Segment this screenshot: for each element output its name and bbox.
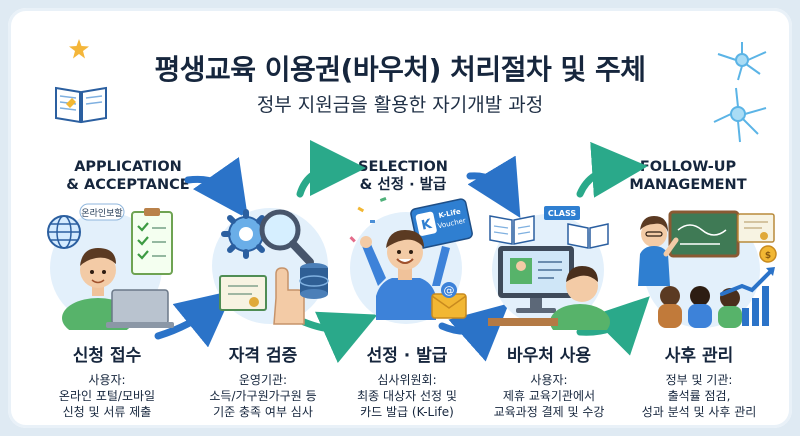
certificate-icon (219, 275, 267, 311)
stage-name: 신청 접수 (72, 346, 142, 366)
star-icon (69, 39, 89, 59)
page-title: 평생교육 이용권(바우처) 처리절차 및 주체 (154, 53, 646, 86)
monitor-icon (498, 246, 574, 313)
svg-text:온라인보할: 온라인보할 (81, 208, 122, 219)
book-icon (55, 86, 107, 124)
illustration-follow-up: $ (638, 210, 777, 328)
illustration-application: 온라인보할 (47, 203, 174, 330)
stage-application: 신청 접수 사용자: 온라인 포털/모바일 신청 및 서류 제출 (32, 341, 182, 420)
certificate-icon (737, 213, 775, 243)
stage-voucher-use: 바우처 사용 사용자: 제휴 교육기관에서 교육과정 결제 및 수강 (474, 341, 624, 420)
laptop-icon (106, 289, 174, 328)
stage-selection: 선정 · 발급 심사위원회: 최종 대상자 선정 및 카드 발급 (K-Life… (332, 341, 482, 420)
svg-text:@: @ (444, 284, 455, 297)
book-icon (567, 223, 609, 249)
coin-icon: $ (759, 245, 777, 263)
page-subtitle: 정부 지원금을 활용한 자기개발 과정 (256, 94, 544, 116)
stage-follow-up: 사후 관리 정부 및 기관: 출석률 점검, 성과 분석 및 사후 관리 (624, 341, 774, 420)
voucher-card-icon: K K-Life Voucher (410, 198, 473, 249)
arrow-bottom-1 (154, 290, 234, 348)
phase-header-application: APPLICATION & ACCEPTANCE (66, 159, 190, 193)
magnifier-icon (259, 209, 314, 266)
svg-text:CLASS: CLASS (548, 209, 577, 218)
illustration-verification (212, 208, 329, 325)
illustration-selection: K K-Life Voucher @ (349, 197, 473, 324)
arrow-top-1 (184, 157, 249, 219)
phase-header-follow-up: FOLLOW-UP MANAGEMENT (629, 159, 747, 193)
illustration-voucher-use: CLASS (488, 206, 610, 330)
chalkboard-icon (668, 210, 740, 258)
stage-name: 자격 검증 (228, 346, 298, 366)
stage-name: 바우처 사용 (506, 346, 592, 366)
arrow-top-3 (466, 155, 521, 219)
infographic-frame: 평생교육 이용권(바우처) 처리절차 및 주체 정부 지원금을 활용한 자기개발… (8, 8, 792, 428)
neuron-icon (713, 42, 767, 143)
flow-arrows (154, 140, 650, 363)
database-icon (299, 263, 329, 299)
book-icon (489, 215, 535, 245)
arrow-top-4 (576, 141, 648, 198)
svg-text:$: $ (765, 251, 771, 261)
phase-header-selection: SELECTION & 선정 · 발급 (358, 159, 448, 193)
stage-name: 선정 · 발급 (366, 346, 448, 366)
arrow-bottom-4 (576, 296, 650, 356)
arrow-top-2 (296, 140, 366, 198)
envelope-icon: @ (431, 282, 467, 319)
arrow-bottom-2 (300, 311, 378, 363)
growth-chart-icon (720, 267, 775, 326)
svg-text:K: K (420, 217, 434, 234)
stage-verification: 자격 검증 운영기관: 소득/가구원가구원 등 기준 충족 여부 심사 (188, 341, 338, 420)
globe-icon (47, 215, 81, 249)
arrow-bottom-3 (438, 303, 509, 362)
checklist-icon (131, 208, 173, 275)
stage-name: 사후 관리 (664, 346, 734, 366)
